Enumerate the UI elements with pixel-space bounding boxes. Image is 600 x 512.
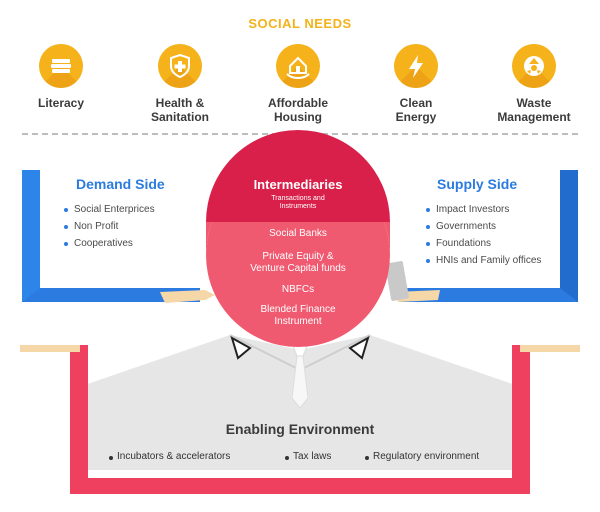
need-label: Affordable Housing	[268, 96, 328, 124]
need-label: Health & Sanitation	[150, 96, 209, 124]
intermediaries-subtitle: Transactions and Instruments	[271, 195, 325, 210]
right-arm	[520, 345, 580, 352]
need-label: Literacy	[37, 96, 85, 110]
demand-list: Social Enterprices Non Profit Cooperativ…	[64, 201, 155, 252]
intermediaries-cap	[206, 130, 390, 222]
recycle-icon	[512, 44, 556, 88]
intermediary-item: Social Banks	[269, 228, 327, 239]
list-item: Non Profit	[64, 218, 155, 235]
list-item: Regulatory environment	[364, 451, 480, 462]
shield-cross-icon	[158, 44, 202, 88]
need-energy: Clean Energy	[356, 44, 476, 124]
collar-left	[230, 335, 252, 360]
intermediaries-title: Intermediaries	[253, 177, 343, 192]
need-literacy: Literacy	[1, 44, 121, 110]
list-item: Social Enterprices	[64, 201, 155, 218]
need-housing: Affordable Housing	[238, 44, 358, 124]
supply-title: Supply Side	[437, 176, 518, 192]
list-item: Foundations	[426, 235, 541, 252]
list-item: Cooperatives	[64, 235, 155, 252]
page-title: SOCIAL NEEDS	[248, 16, 352, 31]
money-note	[385, 261, 409, 301]
books-icon	[39, 44, 83, 88]
left-arm	[20, 345, 80, 352]
demand-hand	[160, 290, 215, 303]
list-item: Impact Investors	[426, 201, 541, 218]
enabling-frame	[70, 345, 530, 494]
house-hands-icon	[276, 44, 320, 88]
enabling-title: Enabling Environment	[225, 421, 375, 437]
need-health: Health & Sanitation	[120, 44, 240, 124]
list-item: Tax laws	[284, 451, 332, 462]
intermediary-item: Blended Finance Instrument	[260, 304, 336, 327]
supply-list: Impact Investors Governments Foundations…	[426, 201, 541, 269]
demand-title: Demand Side	[76, 176, 165, 192]
tie	[291, 355, 309, 409]
lightning-icon	[394, 44, 438, 88]
intermediary-item: NBFCs	[281, 284, 315, 295]
list-item: Incubators & accelerators	[108, 451, 231, 462]
collar-right	[348, 335, 370, 360]
intermediary-item: Private Equity & Venture Capital funds	[250, 251, 346, 274]
need-label: Clean Energy	[395, 96, 437, 124]
list-item: HNIs and Family offices	[426, 252, 541, 269]
list-item: Governments	[426, 218, 541, 235]
need-label: Waste Management	[497, 96, 571, 124]
need-waste: Waste Management	[474, 44, 594, 124]
